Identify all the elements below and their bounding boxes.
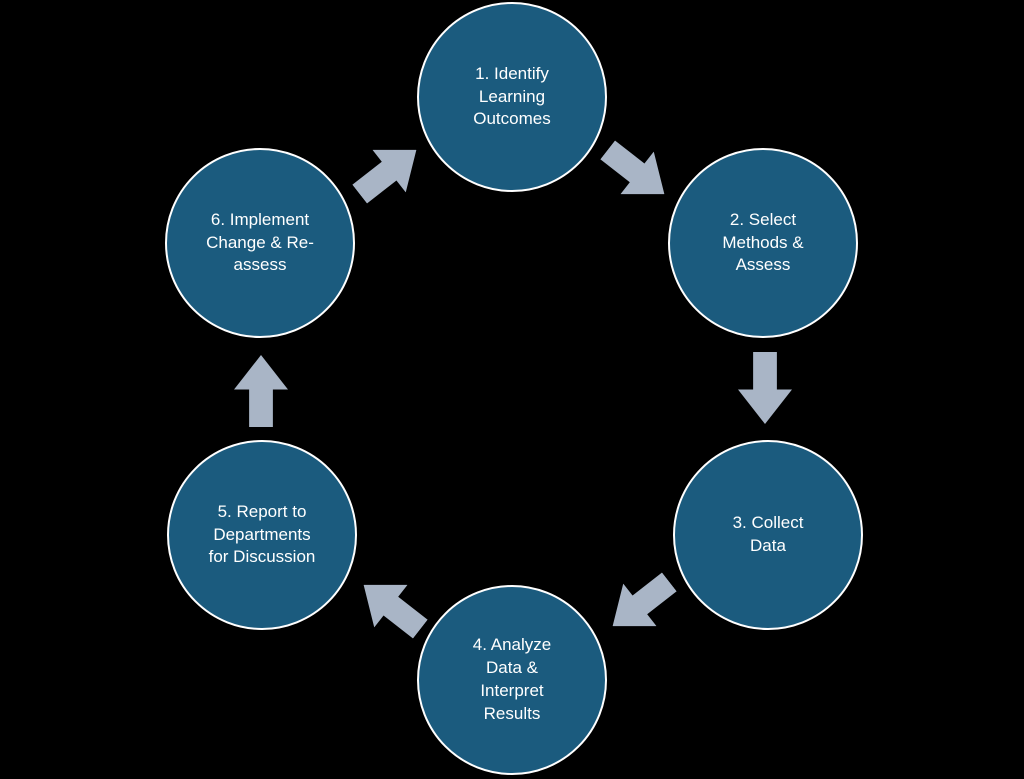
step-label-1: 1. Identify Learning Outcomes — [473, 63, 551, 129]
step-circle-2: 2. Select Methods & Assess — [668, 148, 858, 338]
step-label-4: 4. Analyze Data & Interpret Results — [472, 635, 552, 723]
step-circle-1: 1. Identify Learning Outcomes — [417, 2, 607, 192]
step-circle-5: 5. Report to Departments for Discussion — [167, 440, 357, 630]
step-label-5: 5. Report to Departments for Discussion — [208, 501, 316, 567]
arrow-step5-to-step6-icon — [234, 355, 288, 427]
arrow-step4-to-step5-icon — [347, 564, 437, 651]
step-circle-3: 3. Collect Data — [673, 440, 863, 630]
arrow-step2-to-step3-icon — [738, 352, 792, 424]
arrow-step3-to-step4-icon — [596, 561, 686, 648]
step-label-2: 2. Select Methods & Assess — [722, 209, 804, 275]
arrow-step6-to-step1-icon — [343, 129, 433, 216]
step-label-6: 6. Implement Change & Re- assess — [206, 209, 314, 275]
step-circle-6: 6. Implement Change & Re- assess — [165, 148, 355, 338]
arrow-step1-to-step2-icon — [591, 129, 681, 216]
step-circle-4: 4. Analyze Data & Interpret Results — [417, 585, 607, 775]
step-label-3: 3. Collect Data — [732, 513, 804, 555]
